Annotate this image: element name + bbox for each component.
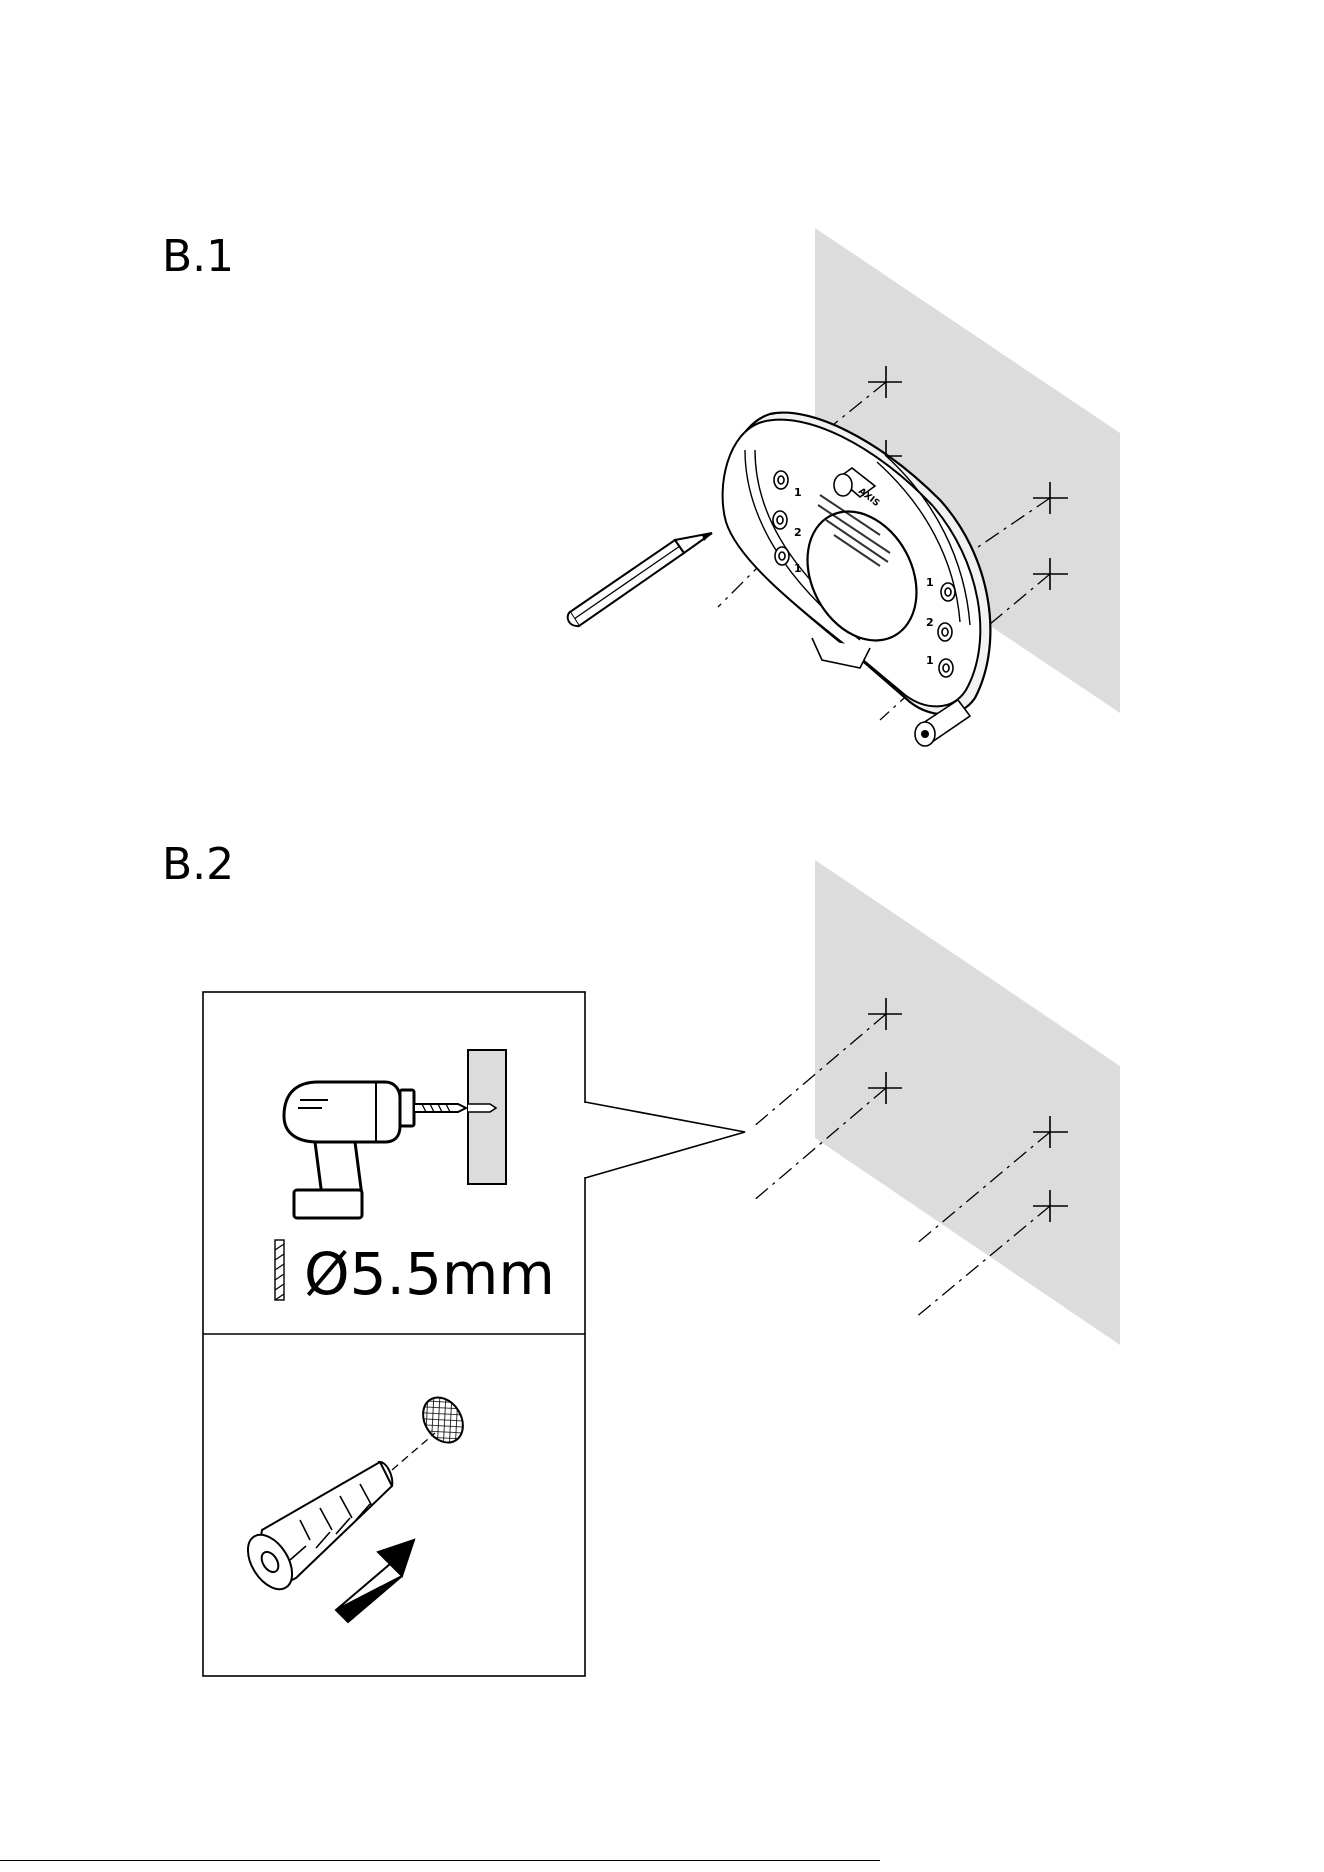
plate-hole-label: 1 — [794, 562, 802, 575]
plate-hole-label: 1 — [926, 654, 934, 667]
drill-size-label: Ø5.5mm — [304, 1245, 555, 1303]
plate-hole-label: 2 — [794, 526, 802, 539]
footer-rule — [0, 1860, 880, 1861]
callout-pointer — [585, 1102, 745, 1178]
plate-hole-label: 1 — [794, 486, 802, 499]
pencil-icon — [568, 533, 712, 626]
step-b1-illustration: 1 2 1 1 2 1 AXIS — [568, 228, 1120, 746]
wall-b2 — [815, 860, 1120, 1345]
plate-hole-label: 1 — [926, 576, 934, 589]
drill-bit-icon — [414, 1104, 466, 1112]
wall-section-icon — [468, 1050, 506, 1184]
drill-bit-size-icon — [275, 1240, 284, 1300]
plate-hole-label: 2 — [926, 616, 934, 629]
